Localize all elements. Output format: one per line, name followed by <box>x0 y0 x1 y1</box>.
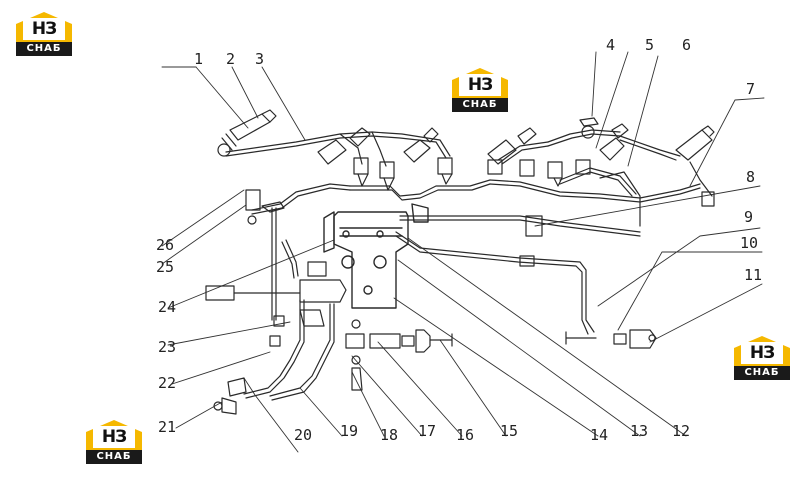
callout-19: 19 <box>340 422 359 440</box>
callout-6: 6 <box>682 36 692 54</box>
callout-17: 17 <box>418 422 437 440</box>
callout-7: 7 <box>746 80 756 98</box>
logo-caption: СНАБ <box>86 450 142 464</box>
callout-23: 23 <box>158 338 177 356</box>
callout-14: 14 <box>590 426 609 444</box>
filter-head <box>323 203 429 309</box>
lower-fittings <box>345 319 453 391</box>
logo-mark: НЗ <box>459 74 501 96</box>
logo-mark: НЗ <box>23 18 65 40</box>
brand-logo-top-left: НЗ СНАБ <box>16 12 72 58</box>
return-pipe <box>395 215 641 335</box>
callout-25: 25 <box>156 258 175 276</box>
callout-1: 1 <box>194 50 204 68</box>
injector-pipes-left <box>225 131 451 167</box>
callout-22: 22 <box>158 374 177 392</box>
leader-lines <box>161 51 765 453</box>
callout-3: 3 <box>255 50 265 68</box>
logo-mark: НЗ <box>93 426 135 448</box>
logo-caption: СНАБ <box>734 366 790 380</box>
injectors-right <box>487 117 629 187</box>
injector-right-7 <box>619 125 715 207</box>
callout-9: 9 <box>744 208 754 226</box>
brand-logo-center: НЗ СНАБ <box>452 68 508 114</box>
callout-15: 15 <box>500 422 519 440</box>
logo-mark: НЗ <box>741 342 783 364</box>
callout-13: 13 <box>630 422 649 440</box>
callout-20: 20 <box>294 426 313 444</box>
injector-left-1 <box>217 109 277 157</box>
logo-caption: СНАБ <box>452 98 508 112</box>
fuel-rail-pipe <box>251 167 701 227</box>
callout-16: 16 <box>456 426 475 444</box>
callout-5: 5 <box>645 36 655 54</box>
left-connectors <box>205 189 347 347</box>
right-fittings <box>565 329 657 349</box>
callout-12: 12 <box>672 422 691 440</box>
callout-26: 26 <box>156 236 175 254</box>
callout-2: 2 <box>226 50 236 68</box>
callout-10: 10 <box>740 234 759 252</box>
callout-4: 4 <box>606 36 616 54</box>
brand-logo-bottom-left: НЗ СНАБ <box>86 420 142 466</box>
callout-18: 18 <box>380 426 399 444</box>
brand-logo-right: НЗ СНАБ <box>734 336 790 382</box>
lower-pipes <box>213 239 335 415</box>
logo-caption: СНАБ <box>16 42 72 56</box>
callout-24: 24 <box>158 298 177 316</box>
callout-11: 11 <box>744 266 763 284</box>
callout-8: 8 <box>746 168 756 186</box>
callout-21: 21 <box>158 418 177 436</box>
